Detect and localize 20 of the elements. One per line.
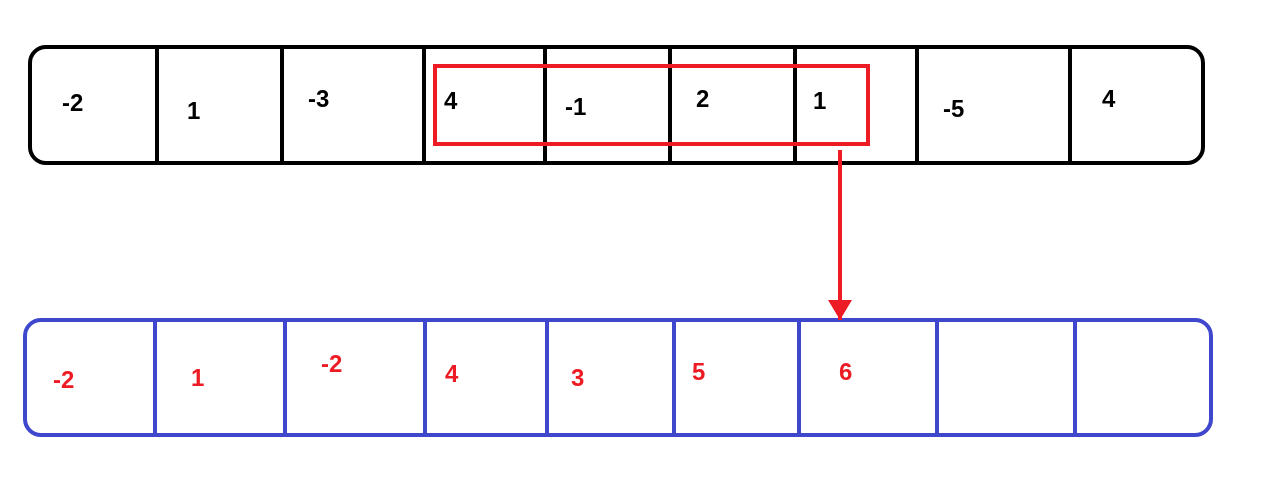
cell-value: -1 <box>565 95 587 119</box>
cell-value: -3 <box>308 87 330 111</box>
cell-value: 5 <box>692 360 706 384</box>
cell-value: -2 <box>62 91 84 115</box>
cell-value: -5 <box>943 97 965 121</box>
array-bar <box>28 45 1205 165</box>
cell-value: 1 <box>813 89 827 113</box>
cell-value: 1 <box>187 99 201 123</box>
cell-value: 3 <box>571 366 585 390</box>
cell-value: 4 <box>1102 87 1116 111</box>
arrow <box>828 150 852 320</box>
cell-value: -2 <box>53 368 75 392</box>
highlight-box <box>433 64 870 146</box>
cell-value: -2 <box>321 352 343 376</box>
cell-value: 1 <box>191 366 205 390</box>
cell-value: 2 <box>696 87 710 111</box>
array-bar <box>23 318 1213 437</box>
cell-value: 4 <box>444 89 458 113</box>
cell-value: 4 <box>445 362 459 386</box>
cell-value: 6 <box>839 360 853 384</box>
